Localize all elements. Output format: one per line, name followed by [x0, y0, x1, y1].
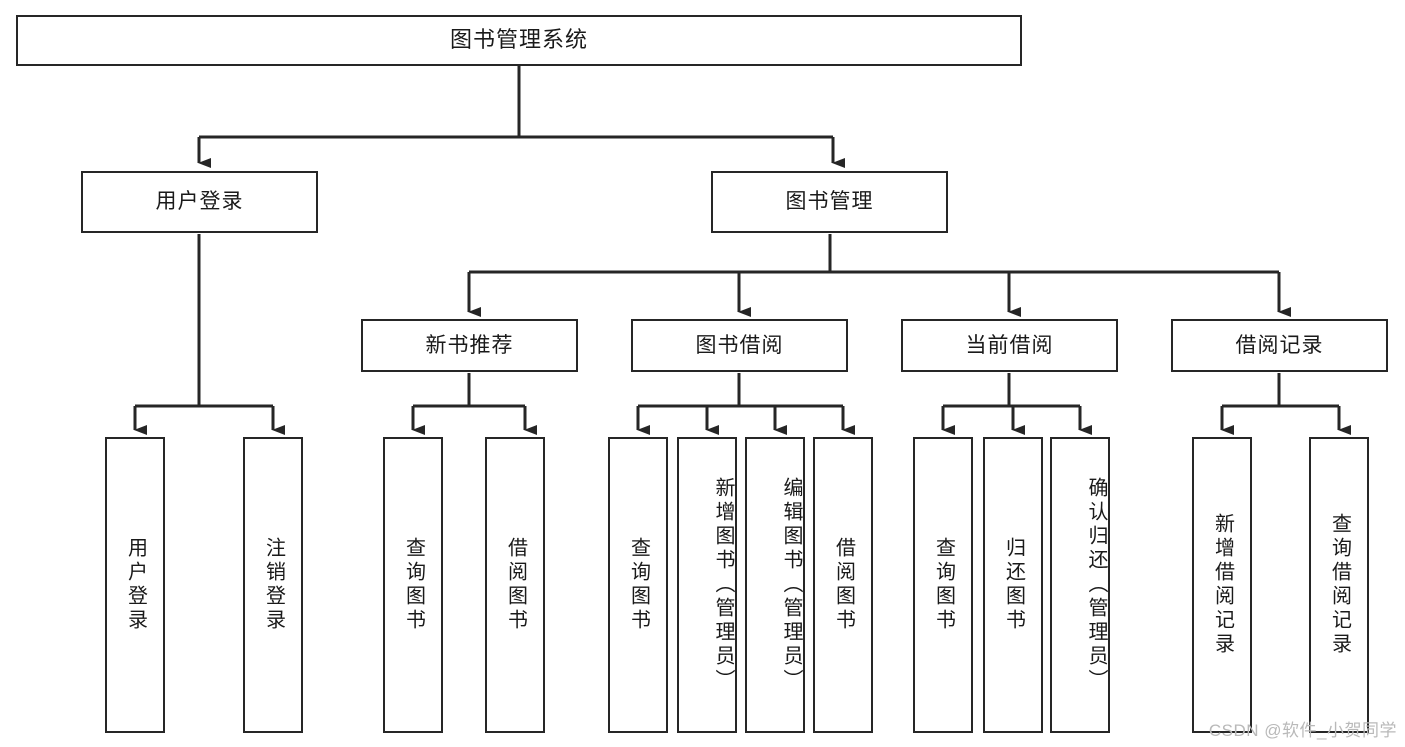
- node-label: 确认归还（管理员）: [1085, 477, 1107, 693]
- node-leaf-user-login[interactable]: 用户登录: [105, 437, 165, 733]
- node-user-login[interactable]: 用户登录: [81, 171, 318, 233]
- node-leaf-query-record[interactable]: 查询借阅记录: [1309, 437, 1369, 733]
- node-leaf-edit-book[interactable]: 编辑图书（管理员）: [745, 437, 805, 733]
- node-root-system[interactable]: 图书管理系统: [16, 15, 1022, 66]
- node-label: 查询图书: [402, 537, 425, 633]
- node-leaf-query-book-2[interactable]: 查询图书: [608, 437, 668, 733]
- node-leaf-query-book-3[interactable]: 查询图书: [913, 437, 973, 733]
- node-leaf-add-record[interactable]: 新增借阅记录: [1192, 437, 1252, 733]
- node-leaf-add-book[interactable]: 新增图书（管理员）: [677, 437, 737, 733]
- node-label: 查询图书: [932, 537, 955, 633]
- node-label: 用户登录: [124, 537, 147, 633]
- node-label: 查询图书: [627, 537, 650, 633]
- node-label: 图书管理系统: [449, 27, 588, 53]
- node-borrow-record[interactable]: 借阅记录: [1171, 319, 1388, 372]
- node-leaf-borrow-book-1[interactable]: 借阅图书: [485, 437, 545, 733]
- node-label: 归还图书: [1002, 537, 1025, 633]
- node-label: 编辑图书（管理员）: [780, 477, 802, 693]
- node-new-book-recommend[interactable]: 新书推荐: [361, 319, 578, 372]
- node-label: 借阅图书: [832, 537, 855, 633]
- node-book-manage[interactable]: 图书管理: [711, 171, 948, 233]
- node-label: 新增借阅记录: [1211, 513, 1234, 657]
- node-label: 查询借阅记录: [1328, 513, 1351, 657]
- node-label: 借阅图书: [504, 537, 527, 633]
- node-leaf-confirm-return[interactable]: 确认归还（管理员）: [1050, 437, 1110, 733]
- node-label: 图书管理: [785, 190, 874, 214]
- node-book-borrow[interactable]: 图书借阅: [631, 319, 848, 372]
- csdn-watermark: CSDN @软件_小贺同学: [1208, 721, 1397, 740]
- node-leaf-query-book-1[interactable]: 查询图书: [383, 437, 443, 733]
- node-leaf-user-logout[interactable]: 注销登录: [243, 437, 303, 733]
- node-label: 注销登录: [262, 537, 285, 633]
- node-label: 新书推荐: [425, 333, 514, 357]
- node-label: 新增图书（管理员）: [712, 477, 734, 693]
- node-label: 图书借阅: [695, 333, 784, 357]
- node-label: 用户登录: [155, 190, 244, 214]
- node-label: 当前借阅: [965, 333, 1054, 357]
- node-current-borrow[interactable]: 当前借阅: [901, 319, 1118, 372]
- node-leaf-borrow-book-2[interactable]: 借阅图书: [813, 437, 873, 733]
- node-leaf-return-book[interactable]: 归还图书: [983, 437, 1043, 733]
- node-label: 借阅记录: [1235, 333, 1324, 357]
